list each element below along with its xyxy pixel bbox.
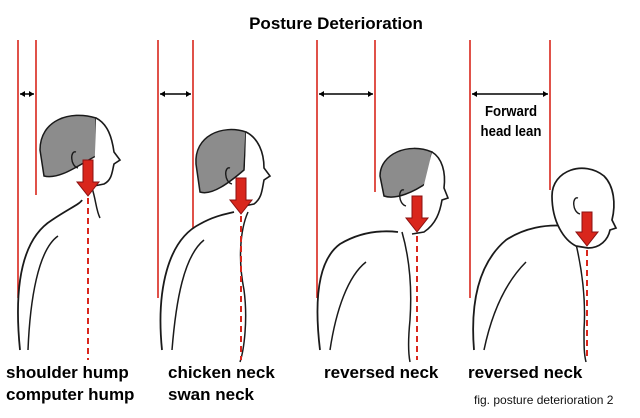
diagram-title: Posture Deterioration xyxy=(249,14,423,33)
ear xyxy=(71,151,79,169)
label-line: swan neck xyxy=(168,385,254,404)
torso-outline xyxy=(159,211,235,351)
label-shoulder-hump: shoulder hump computer hump xyxy=(6,362,134,406)
torso-outline xyxy=(472,224,567,351)
annotation-line-2: head lean xyxy=(480,123,542,140)
head-outline xyxy=(551,167,618,249)
down-arrow xyxy=(404,195,430,233)
face-outline xyxy=(93,117,122,187)
label-line: reversed neck xyxy=(468,363,583,382)
figure-chicken-neck xyxy=(157,40,272,363)
arm-outline xyxy=(27,235,59,351)
label-reversed-neck-1: reversed neck xyxy=(324,362,438,384)
neck-outline xyxy=(91,187,101,219)
label-reversed-neck-2: reversed neck xyxy=(468,362,582,384)
figure-forward-head-lean xyxy=(469,40,618,363)
neck-outline xyxy=(401,231,412,363)
down-arrow xyxy=(228,177,254,215)
arm-outline xyxy=(329,261,367,351)
figure-reversed-neck xyxy=(316,40,450,363)
ear xyxy=(573,197,581,215)
down-arrow xyxy=(574,211,600,247)
neck-outline xyxy=(239,211,249,363)
label-line: computer hump xyxy=(6,385,135,404)
annotation-line-1: Forward xyxy=(484,103,538,120)
neck-outline xyxy=(575,243,587,363)
arm-outline xyxy=(171,239,205,351)
arm-outline xyxy=(483,261,527,351)
forward-head-lean-annotation: Forward head lean xyxy=(475,102,547,142)
figure-caption: fig. posture deterioration 2 xyxy=(474,393,614,407)
ear xyxy=(225,167,233,185)
label-line: reversed neck xyxy=(324,363,439,382)
down-arrow xyxy=(75,159,101,197)
figure-shoulder-hump xyxy=(17,40,122,360)
measure-arrowheads xyxy=(20,91,34,97)
label-line: shoulder hump xyxy=(6,363,129,382)
label-chicken-neck: chicken neck swan neck xyxy=(168,362,275,406)
torso-outline xyxy=(316,230,399,351)
label-line: chicken neck xyxy=(168,363,275,382)
torso-outline xyxy=(17,199,83,351)
face-outline xyxy=(243,131,272,207)
ear xyxy=(399,189,407,207)
